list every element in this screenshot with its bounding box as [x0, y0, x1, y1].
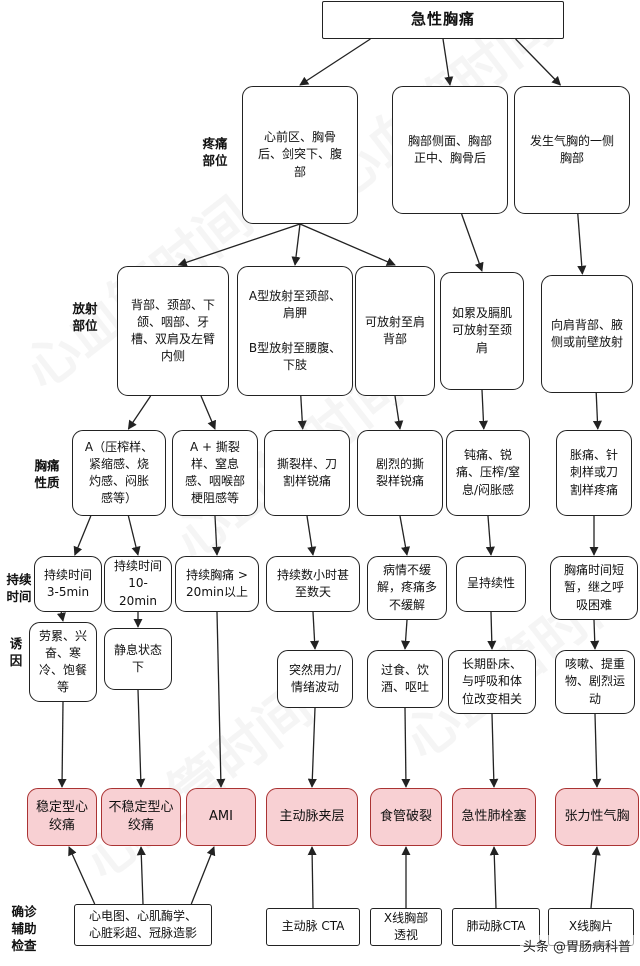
character-aorta: 撕裂样、刀 割样锐痛	[264, 430, 350, 516]
duration-aorta: 持续数小时甚 至数天	[266, 556, 360, 612]
connector-arrow	[592, 713, 602, 788]
connector-arrow	[216, 611, 226, 788]
radiation-esophagus: 可放射至肩 背部	[355, 266, 435, 396]
diagnosis-ami: AMI	[186, 788, 256, 846]
character-esophagus: 剧烈的撕 裂样锐痛	[357, 430, 443, 516]
character-angina: A（压榨样、 紧缩感、烧 灼感、闷胀 感等）	[72, 430, 166, 516]
label-radiation: 放射 部位	[72, 301, 98, 333]
connector-arrow	[485, 515, 495, 556]
label-diagnosis-tests: 确诊 辅助 检查	[11, 904, 37, 953]
chart-title: 急性胸痛	[322, 1, 564, 39]
radiation-pulmonary-embolism: 如累及膈肌 可放射至颈 肩	[440, 272, 524, 390]
connector-arrow	[401, 619, 411, 650]
diagnosis-tension-pneumothorax: 张力性气胸	[555, 788, 639, 846]
connector-arrow	[442, 38, 454, 86]
duration-unstable-angina: 持续时间 10-20min	[104, 556, 172, 612]
radiation-aorta: A型放射至颈部、 肩胛 B型放射至腰腹、 下肢	[237, 266, 353, 396]
connector-arrow	[56, 611, 66, 622]
site-precordial: 心前区、胸骨 后、剑突下、腹 部	[242, 86, 358, 224]
connector-arrow	[177, 223, 301, 267]
diagnosis-aortic-dissection: 主动脉夹层	[266, 788, 358, 846]
trigger-pulmonary-embolism: 长期卧床、 与呼吸和体 位改变相关	[448, 650, 536, 714]
character-pneumothorax: 胀痛、针 刺样或刀 割样疼痛	[556, 430, 632, 516]
connector-arrow	[478, 389, 488, 430]
site-pneumothorax-side: 发生气胸的一侧 胸部	[514, 86, 630, 214]
trigger-unstable-angina: 静息状态 下	[104, 628, 172, 690]
connector-arrow	[394, 395, 404, 430]
duration-pulmonary-embolism: 呈持续性	[456, 556, 526, 612]
connector-arrow	[307, 707, 317, 788]
connector-arrow	[399, 515, 411, 556]
connector-arrow	[307, 846, 317, 909]
radiation-heart: 背部、颈部、下 颌、咽部、牙 槽、双肩及左臂 内侧	[117, 266, 229, 396]
connector-arrow	[592, 392, 602, 430]
test-chest-xray-fluoro: X线胸部 透视	[370, 908, 442, 946]
connector-arrow	[489, 846, 499, 909]
connector-arrow	[57, 701, 67, 788]
connector-arrow	[299, 38, 371, 86]
site-lateral-chest: 胸部侧面、胸部 正中、胸骨后	[392, 86, 508, 214]
connector-arrow	[212, 515, 222, 556]
connector-arrow	[200, 395, 216, 430]
connector-arrow	[190, 846, 216, 905]
connector-arrow	[73, 515, 92, 556]
diagnosis-esophageal-rupture: 食管破裂	[370, 788, 442, 846]
connector-arrow	[127, 515, 141, 556]
duration-esophagus: 病情不缓 解，疼痛多 不缓解	[367, 556, 447, 620]
label-trigger: 诱 因	[9, 636, 23, 668]
trigger-aorta: 突然用力/ 情绪波动	[277, 650, 353, 708]
label-duration: 持续 时间	[6, 572, 32, 604]
connector-arrow	[590, 619, 600, 650]
diagnosis-pulmonary-embolism: 急性肺栓塞	[452, 788, 536, 846]
label-pain-site: 疼痛 部位	[202, 136, 228, 168]
connector-arrow	[299, 223, 396, 266]
connector-arrow	[136, 846, 146, 905]
diagnosis-unstable-angina: 不稳定型心 绞痛	[101, 788, 181, 846]
diagnosis-stable-angina: 稳定型心 绞痛	[27, 788, 97, 846]
connector-arrow	[297, 395, 307, 430]
trigger-esophagus: 过食、饮 酒、呕吐	[367, 650, 443, 708]
test-aorta-cta: 主动脉 CTA	[266, 908, 360, 946]
connector-arrow	[310, 611, 320, 650]
character-ami: A + 撕裂 样、窒息 感、咽喉部 梗阻感等	[172, 430, 258, 516]
connector-arrow	[127, 395, 152, 430]
connector-arrow	[136, 689, 146, 788]
connector-arrow	[306, 515, 317, 556]
duration-ami: 持续胸痛 > 20min以上	[175, 556, 259, 612]
character-pulmonary-embolism: 钝痛、锐 痛、压榨/窒 息/闷胀感	[446, 430, 530, 516]
duration-pneumothorax: 胸痛时间短 暂，继之呼 吸困难	[550, 556, 638, 620]
connector-arrow	[577, 213, 587, 275]
trigger-pneumothorax: 咳嗽、提重 物、剧烈运 动	[555, 650, 635, 714]
connector-arrow	[460, 213, 484, 272]
connector-arrow	[515, 38, 562, 86]
trigger-stable-angina: 劳累、兴 奋、寒 冷、饱餐 等	[29, 622, 97, 702]
connector-arrow	[489, 713, 499, 788]
duration-stable-angina: 持续时间 3-5min	[34, 556, 102, 612]
connector-arrow	[291, 223, 301, 266]
label-character: 胸痛 性质	[34, 458, 60, 490]
radiation-pneumothorax: 向肩背部、腋 侧或前壁放射	[541, 275, 633, 393]
connector-arrow	[401, 707, 411, 788]
connector-arrow	[68, 846, 96, 905]
test-cardiac: 心电图、心肌酶学、 心脏彩超、冠脉造影	[74, 904, 212, 946]
connector-arrow	[487, 611, 497, 650]
source-credit: 头条 @胃肠病科普	[519, 935, 634, 956]
connector-arrow	[590, 846, 601, 909]
